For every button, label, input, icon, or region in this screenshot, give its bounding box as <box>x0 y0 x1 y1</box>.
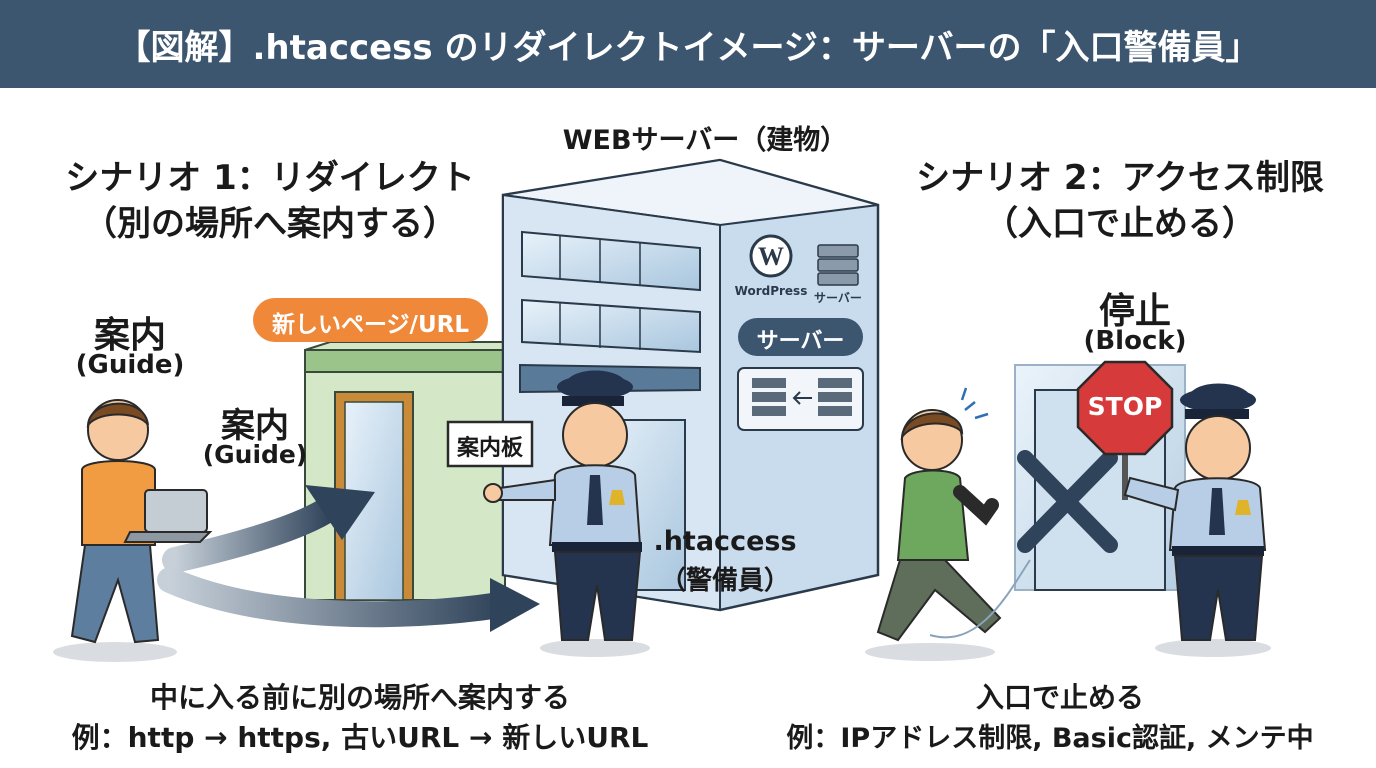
redirect-arrow-upper <box>162 495 343 573</box>
new-page-badge <box>253 298 488 342</box>
blocked-visitor <box>876 387 1002 642</box>
scenario2-caption-line2: 例：IPアドレス制限, Basic認証, メンテ中 <box>786 723 1314 754</box>
stop-motion-line <box>929 559 1031 639</box>
scenario1-subtitle: （別の場所へ案内する） <box>83 204 457 244</box>
guard-label: （警備員） <box>659 566 790 596</box>
server-stack-icon <box>752 378 852 416</box>
guard-block <box>1076 360 1267 641</box>
new-page-building <box>304 341 506 601</box>
guide1-jp: 案内 <box>93 315 166 356</box>
redirect-arrow-lower <box>157 567 513 628</box>
server-label: WEBサーバー（建物） <box>562 125 848 156</box>
wordpress-icon <box>749 234 793 278</box>
guide-sign <box>446 420 534 468</box>
wordpress-label: WordPress <box>734 284 808 298</box>
laptop-icon <box>144 489 208 533</box>
ground-shadow-user <box>53 642 177 662</box>
user-with-laptop <box>70 399 213 644</box>
server-panel <box>738 318 863 356</box>
guide1-en: (Guide) <box>75 350 185 380</box>
scenario2-subtitle: （入口で止める） <box>984 204 1256 244</box>
page-title: 【図解】.htaccess のリダイレクトイメージ：サーバーの「入口警備員」 <box>116 27 1260 68</box>
ground-shadow-runner <box>865 643 995 661</box>
stop-jp: 停止 <box>1098 291 1171 332</box>
stop-sign-icon <box>1076 360 1174 456</box>
guide2-en: (Guide) <box>202 440 308 469</box>
new-page-badge-label: 新しいページ/URL <box>272 312 469 338</box>
guard-redirect <box>483 370 642 641</box>
guide2-jp: 案内 <box>221 406 289 446</box>
cross-mark-icon <box>1017 450 1118 553</box>
svg-text:W: W <box>758 242 784 271</box>
stop-sign-text: STOP <box>1087 392 1163 421</box>
scenario1-caption-line2: 例：http → https, 古いURL → 新しいURL <box>71 721 649 754</box>
stop-en: (Block) <box>1083 326 1187 356</box>
htaccess-label: .htaccess <box>653 526 797 557</box>
scenario2-title: シナリオ 2：アクセス制限 <box>916 158 1324 198</box>
scenario1-title: シナリオ 1：リダイレクト <box>65 158 475 198</box>
scenario1-caption-line1: 中に入る前に別の場所へ案内する <box>149 681 570 714</box>
server-icon-label: サーバー <box>814 291 862 305</box>
ground-shadow-guard1 <box>540 639 650 657</box>
server-panel-label: サーバー <box>756 329 845 354</box>
ground-shadow-guard2 <box>1155 639 1271 657</box>
guide-sign-label: 案内板 <box>456 436 523 461</box>
scenario2-caption-line1: 入口で止める <box>975 681 1144 714</box>
server-rack-icon <box>817 244 859 286</box>
page-header: 【図解】.htaccess のリダイレクトイメージ：サーバーの「入口警備員」 <box>0 0 1376 88</box>
